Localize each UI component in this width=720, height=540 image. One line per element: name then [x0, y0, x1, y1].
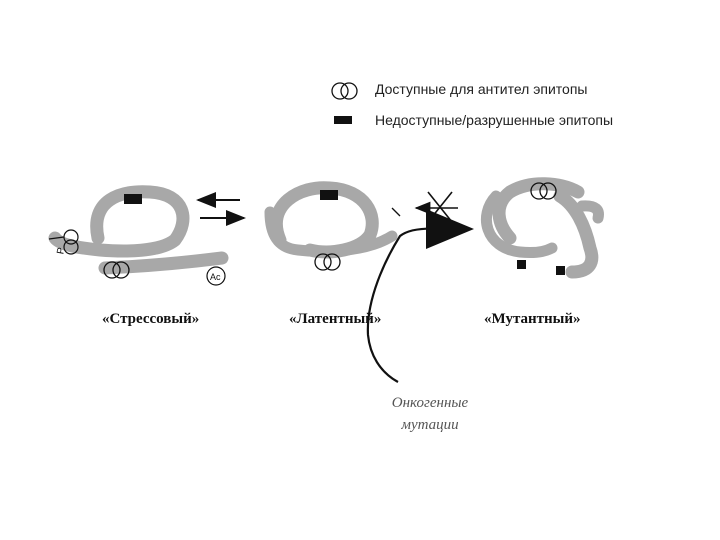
state-label-stress: «Стрессовый»	[102, 311, 199, 328]
mutant-chain-left	[499, 184, 578, 238]
stress-protein	[49, 192, 225, 285]
blocked-reverse-arrow	[416, 192, 458, 222]
state-label-latent: «Латентный»	[289, 311, 381, 328]
mutant-protein	[486, 183, 598, 275]
oncogenic-line-2: мутации	[375, 414, 485, 436]
latent-blocked-epitope	[320, 190, 338, 200]
legend	[332, 83, 357, 124]
oncogenic-mutations-caption: Онкогенные мутации	[375, 392, 485, 436]
mutant-blocked-epitope-2	[556, 266, 565, 275]
stress-bottom-label: Ac	[210, 272, 221, 282]
state-label-mutant: «Мутантный»	[484, 311, 581, 328]
latent-tick	[392, 208, 400, 216]
legend-available-label: Доступные для антител эпитопы	[375, 81, 587, 97]
mutation-pathway-line	[368, 229, 444, 382]
epitope-blocked-icon	[334, 116, 352, 124]
latent-protein	[270, 188, 400, 270]
legend-blocked-label: Недоступные/разрушенные эпитопы	[375, 112, 613, 128]
mutant-blocked-epitope-1	[517, 260, 526, 269]
oncogenic-line-1: Онкогенные	[375, 392, 485, 414]
stress-chain	[55, 192, 183, 251]
stress-blocked-epitope	[124, 194, 142, 204]
stress-tail	[105, 258, 222, 268]
epitope-available-icon	[332, 83, 357, 99]
